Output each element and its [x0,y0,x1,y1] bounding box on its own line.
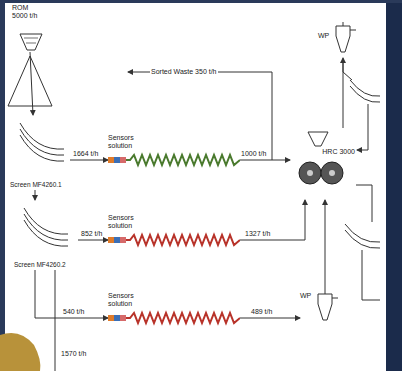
screen-symbol [345,224,380,248]
flow-rate: 489 t/h [250,308,273,316]
cyclone-shape [318,22,358,58]
flow-line [343,58,344,128]
flow-rate: 1327 t/h [244,230,271,238]
vibrating-screen-shape [8,115,70,190]
screen-symbol [350,80,380,102]
flow-line [240,160,290,161]
flow-note: Sorted Waste 350 t/h [150,68,218,76]
vibrating-screen: Screen MF4260.2 [12,200,78,270]
flow-rate: 540 t/h [62,308,85,316]
vibrating-screen: Screen MF4260.1 [8,115,70,190]
wire [356,185,372,222]
hpgr-press-shape [290,128,354,200]
wire [362,250,380,300]
node-text: Sensors solution [108,214,153,230]
sensor-sorter: Sensors solution [108,214,240,248]
stockpile-symbol [8,56,52,106]
flow-rate: 852 t/h [80,230,103,238]
flow-line [240,318,300,319]
waste-line [128,72,272,160]
flow-rate: 1664 t/h [72,150,99,158]
flow-line [35,190,36,200]
slide-picture [0,333,40,371]
flow-note: 1570 t/h [60,350,87,358]
flow-line [35,270,108,318]
sensor-sorter: Sensors solution [108,292,240,326]
sensor-sorter: Sensors solution [108,134,240,168]
wire [343,60,352,80]
flow-line [70,160,108,161]
vibrating-screen-shape [12,200,78,270]
recycle-line [357,104,368,150]
undersize-line [55,270,56,371]
slide-edge [386,0,402,371]
flow-line [78,240,108,241]
slide-edge [0,0,402,3]
node-text: Screen MF4260.1 [10,181,62,189]
node-text: 5000 t/h [12,12,53,20]
hpgr-press: HRC 3000 [290,128,355,200]
node-text: ROM [12,4,53,12]
node-text: WP [300,292,311,300]
node-text: Sensors solution [108,292,153,308]
node-text: Screen MF4260.2 [14,261,66,269]
flow-rate: 1000 t/h [240,150,267,158]
node-text: WP [318,32,329,40]
flow-line [30,52,33,115]
cyclone: WP [300,290,340,330]
cyclone: WP [318,22,358,58]
feed-hopper-shape [10,4,52,52]
node-text: HRC 3000 [322,148,355,156]
flow-line [325,200,326,290]
feed-hopper: ROM5000 t/h [10,4,53,52]
slide-edge [0,0,5,371]
flow-line [240,200,305,240]
node-text: Sensors solution [108,134,153,150]
